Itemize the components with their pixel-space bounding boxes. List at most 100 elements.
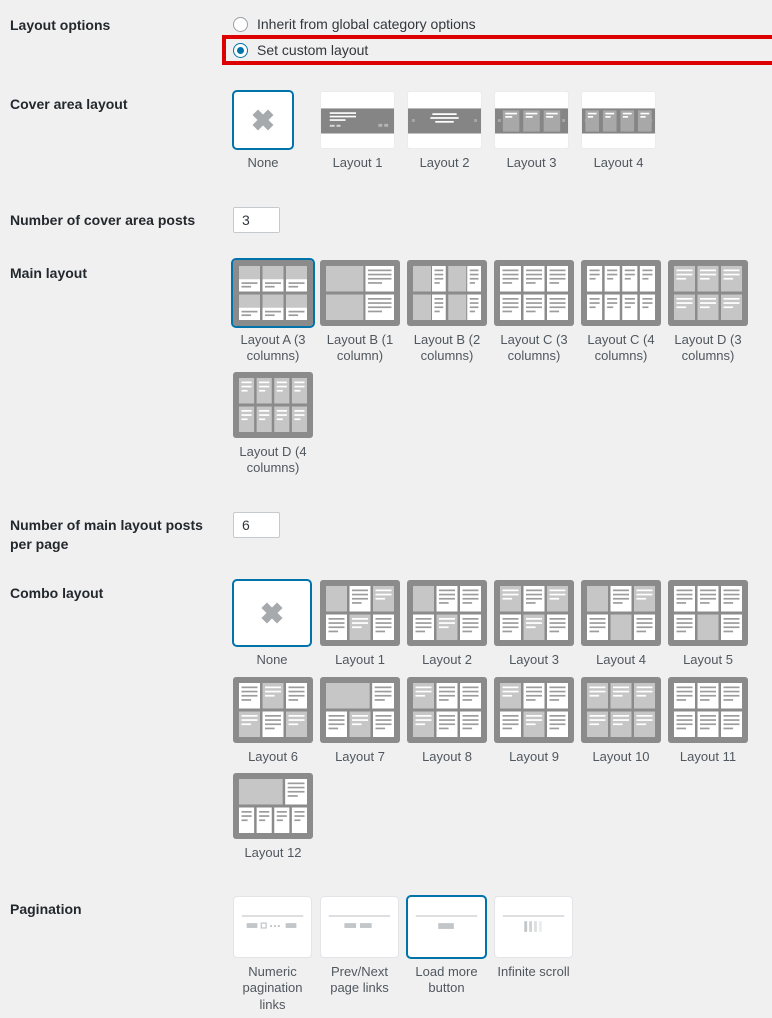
field-label: Cover area layout	[10, 96, 128, 113]
layout-choice-label: Layout C (4 columns)	[587, 331, 655, 363]
layout-choice-load-more-button: Load more button	[406, 895, 494, 1013]
layout-choice-label: Layout 2	[422, 652, 472, 668]
layout-choice-label: Layout 8	[422, 748, 472, 764]
layout-choice-label: Layout A (3 columns)	[240, 331, 306, 363]
main-layout-choices: Layout A (3 columns) Layout B (1 column) L…	[231, 257, 772, 485]
main-b1-icon[interactable]	[320, 259, 400, 326]
combo-8-icon[interactable]	[407, 676, 487, 743]
layout-choice-layout-8: Layout 8	[407, 676, 494, 765]
layout-choice-label: Layout C (3 columns)	[500, 331, 568, 363]
radio-option-label: Inherit from global category options	[257, 16, 476, 32]
combo-6-icon[interactable]	[233, 676, 313, 743]
layout-choice-layout-d-3-columns: Layout D (3 columns)	[668, 259, 755, 365]
radio-option-label: Set custom layout	[257, 42, 369, 59]
combo-9-icon[interactable]	[494, 676, 574, 743]
field-label: Main layout	[10, 264, 88, 281]
layout-choice-label: Layout 6	[248, 748, 298, 764]
layout-choice-layout-a-3-columns: Layout A (3 columns)	[231, 257, 320, 365]
layout-choice-layout-5: Layout 5	[668, 580, 755, 668]
number-of-main-layout-posts-per-page-input[interactable]	[233, 511, 280, 538]
main-a3-icon[interactable]	[231, 257, 315, 328]
layout-choice-layout-12: Layout 12	[233, 772, 320, 861]
layout-choice-label: Layout D (3 columns)	[674, 331, 742, 363]
combo-5-icon[interactable]	[668, 580, 748, 647]
layout-choice-label: Layout B (1 column)	[326, 331, 394, 363]
layout-choice-layout-b-2-columns: Layout B (2 columns)	[407, 259, 494, 365]
layout-choice-label: Layout 4	[593, 155, 644, 171]
layout-choice-layout-d-4-columns: Layout D (4 columns)	[233, 372, 320, 477]
radio-button-icon[interactable]	[233, 16, 248, 32]
main-c3-icon[interactable]	[494, 259, 574, 326]
main-d4-icon[interactable]	[233, 372, 313, 439]
layout-choice-layout-b-1-column: Layout B (1 column)	[320, 259, 407, 365]
layout-choice-label: Layout D (4 columns)	[239, 444, 307, 476]
cover-layout-3-icon[interactable]	[494, 91, 569, 150]
form-row-number-of-cover-area-posts: Number of cover area posts	[10, 206, 772, 233]
layout-choice-label: Layout 3	[509, 652, 559, 668]
layout-choice-label: Layout 5	[683, 652, 733, 668]
main-d3-icon[interactable]	[668, 259, 748, 326]
pagination-infinite-icon[interactable]	[494, 896, 573, 959]
layout-choice-layout-3: Layout 3	[494, 91, 581, 171]
layout-choice-layout-11: Layout 11	[668, 676, 755, 765]
layout-choice-label: Layout 10	[592, 748, 650, 764]
form-row-number-of-main-layout-posts-per-page: Number of main layout posts per page	[10, 511, 772, 554]
number-of-cover-area-posts-input[interactable]	[233, 206, 280, 233]
none-icon[interactable]	[232, 90, 294, 151]
field-content	[233, 206, 772, 233]
layout-choice-none: None	[232, 90, 320, 171]
combo-10-icon[interactable]	[581, 676, 661, 743]
combo-3-icon[interactable]	[494, 580, 574, 647]
pagination-numeric-icon[interactable]	[233, 896, 312, 959]
main-c4-icon[interactable]	[581, 259, 661, 326]
combo-2-icon[interactable]	[407, 580, 487, 647]
layout-choice-label: Numeric pagination links	[242, 964, 303, 1012]
main-b2-icon[interactable]	[407, 259, 487, 326]
radio-option-inherit-from-global-category-options[interactable]: Inherit from global category options	[233, 12, 772, 36]
layout-choice-layout-9: Layout 9	[494, 676, 581, 765]
field-label: Number of main layout posts per page	[10, 516, 203, 552]
layout-choice-label: Layout 12	[244, 844, 302, 860]
layout-choice-layout-4: Layout 4	[581, 580, 668, 668]
layout-choice-layout-2: Layout 2	[407, 580, 494, 668]
field-label: Pagination	[10, 901, 82, 918]
pagination-loadmore-icon[interactable]	[406, 895, 487, 960]
combo-12-icon[interactable]	[233, 772, 313, 839]
cover-layout-2-icon[interactable]	[407, 91, 482, 150]
layout-choice-label: Load more button	[415, 964, 478, 996]
pagination-prevnext-icon[interactable]	[320, 896, 399, 959]
layout-choice-label: Layout 4	[596, 652, 646, 668]
layout-choice-layout-c-4-columns: Layout C (4 columns)	[581, 259, 668, 365]
cover-layout-4-icon[interactable]	[581, 91, 656, 150]
layout-choice-infinite-scroll: Infinite scroll	[494, 896, 581, 1013]
layout-choice-label: Infinite scroll	[497, 964, 570, 980]
layout-choice-layout-c-3-columns: Layout C (3 columns)	[494, 259, 581, 365]
layout-choice-layout-2: Layout 2	[407, 91, 494, 171]
radio-button-icon[interactable]	[233, 42, 248, 58]
combo-1-icon[interactable]	[320, 580, 400, 647]
field-content: Layout A (3 columns) Layout B (1 column) L…	[231, 257, 772, 485]
combo-11-icon[interactable]	[668, 676, 748, 743]
layout-choice-label: None	[247, 155, 279, 171]
combo-7-icon[interactable]	[320, 676, 400, 743]
layout-choice-label: Layout B (2 columns)	[413, 331, 481, 363]
field-label: Combo layout	[10, 585, 104, 602]
radio-option-set-custom-layout[interactable]: Set custom layout	[222, 35, 772, 66]
layout-choice-layout-3: Layout 3	[494, 580, 581, 668]
layout-choice-label: Layout 3	[506, 155, 557, 171]
cover-layout-1-icon[interactable]	[320, 91, 395, 150]
none-icon[interactable]	[232, 579, 312, 648]
combo-4-icon[interactable]	[581, 580, 661, 647]
layout-choice-layout-1: Layout 1	[320, 91, 407, 171]
